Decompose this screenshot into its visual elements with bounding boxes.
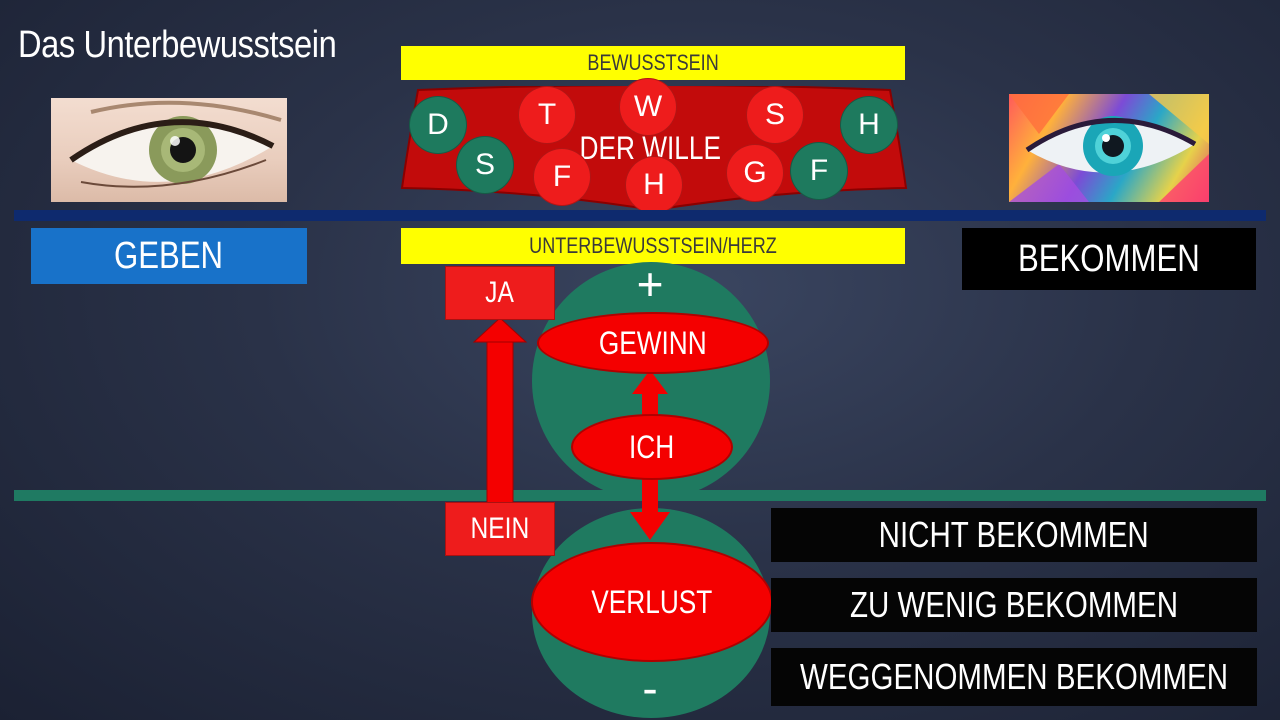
give-box: GEBEN xyxy=(31,228,307,284)
will-letter: T xyxy=(518,86,576,144)
will-letter: H xyxy=(840,96,898,154)
will-letter: W xyxy=(619,78,677,136)
loss-arrow-shaft xyxy=(642,474,658,520)
yes-box: JA xyxy=(445,266,555,320)
will-letter: H xyxy=(625,156,683,214)
will-letter: G xyxy=(726,144,784,202)
zero-divider xyxy=(14,490,1266,501)
up-arrow-head xyxy=(472,317,528,343)
subconscious-label: UNTERBEWUSSTSEIN/HERZ xyxy=(401,228,905,264)
minus-sign: - xyxy=(642,662,658,714)
gain-arrow-shaft xyxy=(642,392,658,416)
page-title: Das Unterbewusstsein xyxy=(18,24,337,66)
receive-box: BEKOMMEN xyxy=(962,228,1256,290)
consciousness-label: BEWUSSTSEIN xyxy=(401,46,905,80)
will-letter: D xyxy=(409,96,467,154)
up-arrow-shaft xyxy=(486,339,514,505)
will-letter: F xyxy=(533,148,591,206)
gain-ellipse: GEWINN xyxy=(537,312,769,374)
loss-item: WEGGENOMMEN BEKOMMEN xyxy=(771,648,1257,706)
loss-item: ZU WENIG BEKOMMEN xyxy=(771,578,1257,632)
eye-photo-colorful xyxy=(1009,94,1209,202)
loss-arrow-head xyxy=(630,512,670,540)
loss-item: NICHT BEKOMMEN xyxy=(771,508,1257,562)
will-letter: S xyxy=(456,136,514,194)
will-letter: F xyxy=(790,142,848,200)
self-ellipse: ICH xyxy=(571,414,733,480)
loss-ellipse: VERLUST xyxy=(531,542,773,662)
gain-arrow-head xyxy=(632,370,668,394)
no-box: NEIN xyxy=(445,502,555,556)
will-letter: S xyxy=(746,86,804,144)
conscious-divider xyxy=(14,210,1266,221)
eye-photo-natural xyxy=(51,98,287,202)
plus-sign: + xyxy=(636,258,664,310)
